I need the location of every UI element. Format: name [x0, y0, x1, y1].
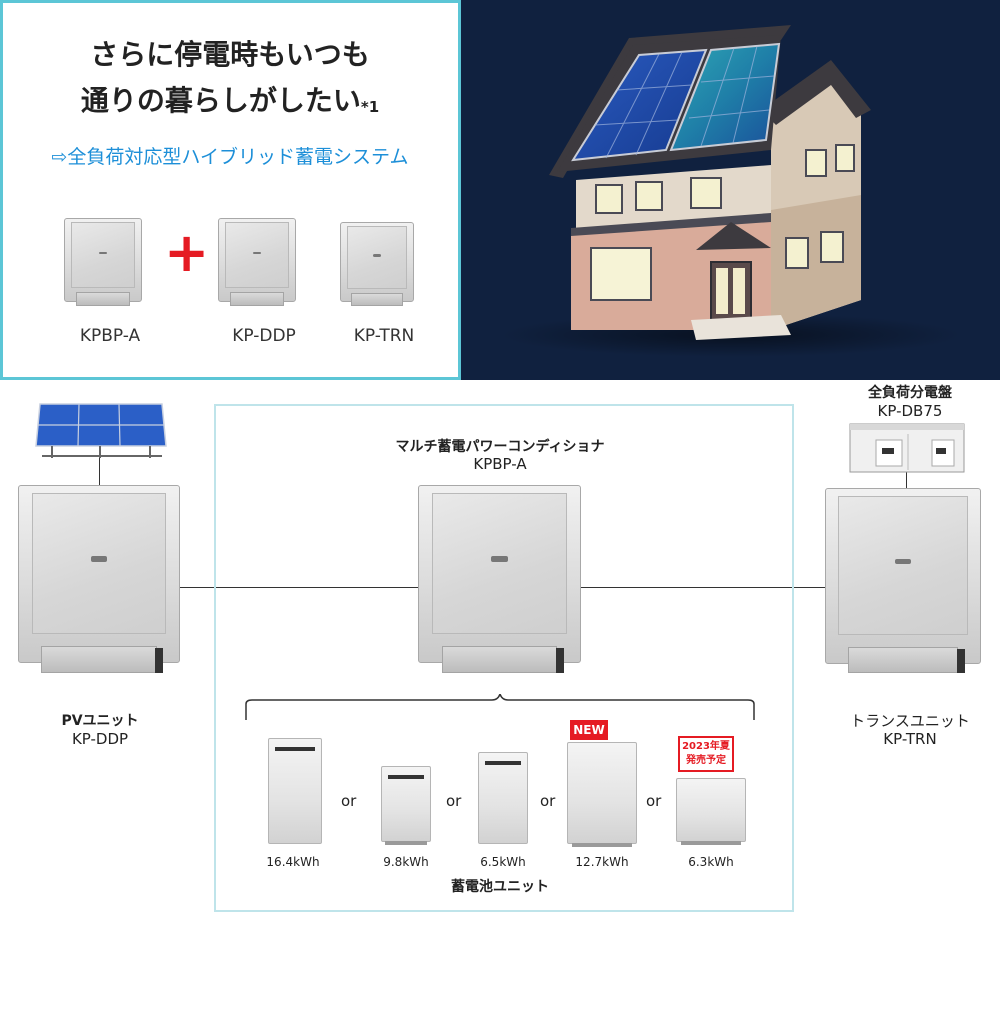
- solar-array-icon: [35, 403, 167, 458]
- center-unit-model: KPBP-A: [473, 455, 527, 473]
- new-badge: NEW: [570, 720, 608, 740]
- intro-panel: [0, 0, 461, 380]
- system-subtitle: ⇨全負荷対応型ハイブリッド蓄電システム: [51, 146, 409, 168]
- top-unit-kp-trn: [340, 222, 414, 306]
- center-unit-image: [418, 485, 581, 673]
- pv-unit-title: PVユニット: [61, 713, 139, 729]
- top-unit-kp-ddp: [218, 218, 296, 306]
- top-label-kp-ddp: KP-DDP: [232, 326, 296, 346]
- battery-capacity-label: 16.4kWh: [266, 855, 320, 869]
- plus-icon: +: [164, 221, 210, 284]
- pv-unit-image: [18, 485, 180, 673]
- footnote-mark: *1: [360, 98, 380, 116]
- trans-unit-model: KP-TRN: [883, 730, 937, 748]
- or-separator: or: [540, 792, 556, 810]
- top-label-kpbp-a: KPBP-A: [79, 326, 141, 346]
- connector-panel-to-trans: [906, 472, 907, 492]
- top-unit-kpbp-a: [64, 218, 142, 306]
- night-house-illustration: [461, 0, 1000, 380]
- battery-9-8kwh-image: [381, 766, 431, 845]
- battery-options-bracket: [245, 694, 755, 720]
- trans-unit-title: トランスユニット: [850, 712, 970, 730]
- connector-center-to-trans: [580, 587, 825, 588]
- battery-capacity-label: 9.8kWh: [383, 855, 429, 869]
- top-label-kp-trn: KP-TRN: [353, 326, 415, 346]
- headline-line2-text: 通りの暮らしがしたい: [80, 84, 361, 117]
- connector-solar-to-pv: [99, 446, 100, 486]
- battery-group-label: 蓄電池ユニット: [451, 879, 549, 895]
- or-separator: or: [646, 792, 662, 810]
- house-with-solar-roof-icon: [501, 25, 961, 357]
- or-separator: or: [446, 792, 462, 810]
- trans-unit-image: [825, 488, 981, 674]
- distribution-panel-model: KP-DB75: [877, 402, 943, 420]
- battery-6-3kwh-image: [676, 778, 746, 845]
- battery-capacity-label: 6.5kWh: [480, 855, 526, 869]
- center-unit-title: マルチ蓄電パワーコンディショナ: [395, 439, 605, 455]
- battery-6-5kwh-image: [478, 752, 528, 844]
- headline-line1: さらに停電時もいつも: [90, 38, 370, 71]
- coming-2023-badge: 2023年夏 発売予定: [678, 736, 734, 772]
- or-separator: or: [341, 792, 357, 810]
- battery-12-7kwh-image: [567, 742, 637, 847]
- battery-capacity-label: 6.3kWh: [688, 855, 734, 869]
- distribution-panel-title: 全負荷分電盤: [868, 385, 952, 401]
- distribution-panel-icon: [849, 423, 965, 473]
- battery-capacity-label: 12.7kWh: [575, 855, 629, 869]
- pv-unit-model: KP-DDP: [71, 730, 129, 748]
- connector-pv-to-center: [180, 587, 420, 588]
- power-conditioner-group: [214, 404, 794, 912]
- headline: さらに停電時もいつも 通りの暮らしがしたい*1: [0, 32, 460, 130]
- battery-16-4kwh-image: [268, 738, 322, 844]
- headline-line2: 通りの暮らしがしたい*1: [0, 78, 460, 130]
